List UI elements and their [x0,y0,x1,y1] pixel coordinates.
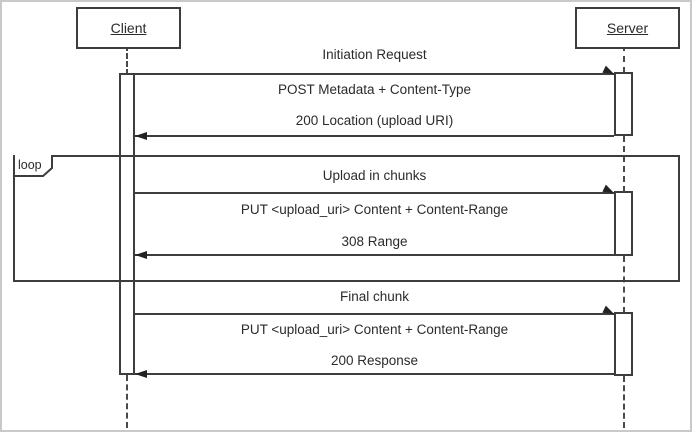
server-lifeline [623,136,625,192]
server-actor-label: Server [606,20,649,36]
flow-chunks-title: Upload in chunks [322,168,427,183]
client-lifeline [126,375,128,428]
server-actor-box: Server [575,7,680,49]
response-line [135,254,614,256]
server-activation-bar [614,191,633,256]
flow-chunks-response-label: 308 Range [341,234,408,249]
client-lifeline [126,45,128,75]
response-arrowhead-icon [135,132,147,140]
server-lifeline [623,256,625,313]
client-actor-box: Client [76,7,181,49]
client-actor-label: Client [110,20,147,36]
client-activation-bar [119,73,135,375]
server-activation-bar [614,72,633,136]
request-line [135,73,614,75]
response-arrowhead-icon [135,251,147,259]
response-line [135,373,614,375]
flow-chunks-request-label: PUT <upload_uri> Content + Content-Range [240,202,509,217]
server-lifeline [623,45,625,73]
loop-fragment-label: loop [18,158,42,172]
request-line [135,192,614,194]
server-activation-bar [614,312,633,376]
response-arrowhead-icon [135,370,147,378]
flow-final-response-label: 200 Response [330,353,419,368]
request-line [135,313,614,315]
flow-initiation-response-label: 200 Location (upload URI) [295,113,454,128]
flow-initiation-title: Initiation Request [322,47,427,62]
flow-final-title: Final chunk [339,289,410,304]
flow-final-request-label: PUT <upload_uri> Content + Content-Range [240,322,509,337]
server-lifeline [623,376,625,428]
response-line [135,135,614,137]
flow-initiation-request-label: POST Metadata + Content-Type [278,82,471,97]
